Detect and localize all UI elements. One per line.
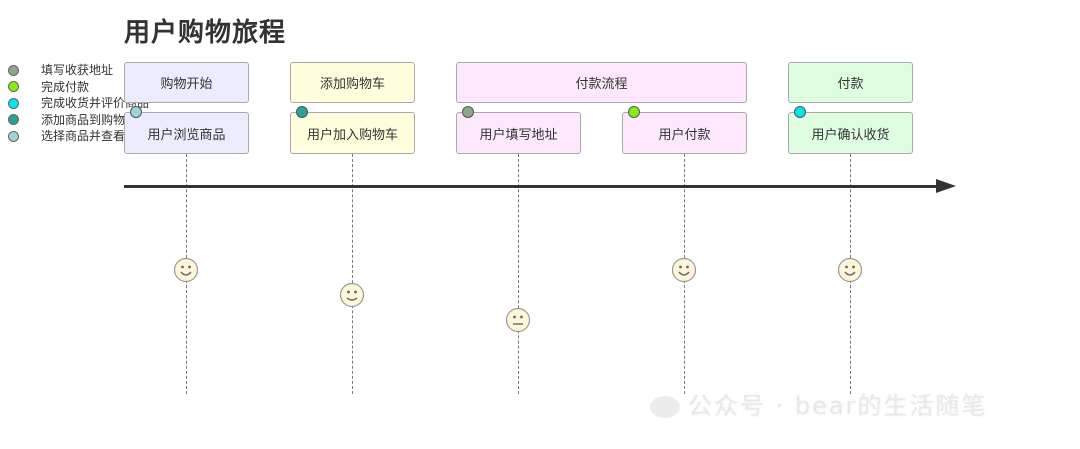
legend-label: 完成付款 [41, 79, 90, 94]
section-label: 付款流程 [575, 77, 628, 92]
task-label: 用户付款 [658, 127, 711, 143]
section-label: 购物开始 [160, 77, 213, 92]
actor-legend: 填写收获地址 完成付款 完成收货并评价商品 添加商品到购物车 选择商品并查看详情 [8, 62, 149, 145]
timeline-axis [124, 185, 940, 188]
legend-item: 选择商品并查看详情 [8, 128, 149, 145]
actor-marker [794, 106, 806, 118]
timeline-arrow-icon [936, 179, 956, 193]
legend-item: 填写收获地址 [8, 62, 149, 79]
task-label: 用户浏览商品 [147, 127, 226, 143]
actor-marker [130, 106, 142, 118]
score-face-icon [837, 257, 863, 283]
legend-item: 完成收货并评价商品 [8, 95, 149, 112]
wechat-icon [650, 396, 680, 418]
task-box: 用户加入购物车 [290, 112, 415, 154]
section-label: 添加购物车 [319, 77, 385, 92]
task-label: 用户确认收货 [811, 127, 890, 143]
task-line [352, 154, 353, 394]
score-face-icon [173, 257, 199, 283]
diagram-title: 用户购物旅程 [124, 18, 287, 48]
legend-item: 添加商品到购物车 [8, 112, 149, 129]
section-box: 购物开始 [124, 62, 249, 103]
section-box: 付款 [788, 62, 913, 103]
legend-dot [8, 114, 19, 126]
legend-label: 选择商品并查看详情 [41, 129, 150, 143]
watermark-text: 公众号 · bear的生活随笔 [688, 392, 988, 420]
legend-dot [8, 81, 19, 93]
score-face-icon [671, 257, 697, 283]
actor-marker [296, 106, 308, 118]
legend-dot [8, 64, 19, 76]
task-box: 用户填写地址 [456, 112, 581, 154]
legend-dot [8, 97, 19, 109]
task-line [518, 154, 519, 394]
legend-label: 填写收获地址 [41, 63, 114, 77]
task-label: 用户填写地址 [479, 127, 558, 143]
section-label: 付款 [837, 77, 864, 92]
section-box: 添加购物车 [290, 62, 415, 103]
actor-marker [462, 106, 474, 118]
legend-item: 完成付款 [8, 79, 149, 96]
task-label: 用户加入购物车 [306, 127, 398, 143]
task-box: 用户浏览商品 [124, 112, 249, 154]
score-face-icon [505, 307, 531, 333]
task-box: 用户确认收货 [788, 112, 913, 154]
task-box: 用户付款 [622, 112, 747, 154]
score-face-icon [339, 282, 365, 308]
watermark: 公众号 · bear的生活随笔 [650, 386, 987, 421]
actor-marker [628, 106, 640, 118]
legend-label: 完成收货并评价商品 [41, 96, 150, 110]
legend-label: 添加商品到购物车 [41, 112, 138, 127]
legend-dot [8, 130, 19, 142]
section-box: 付款流程 [456, 62, 747, 103]
